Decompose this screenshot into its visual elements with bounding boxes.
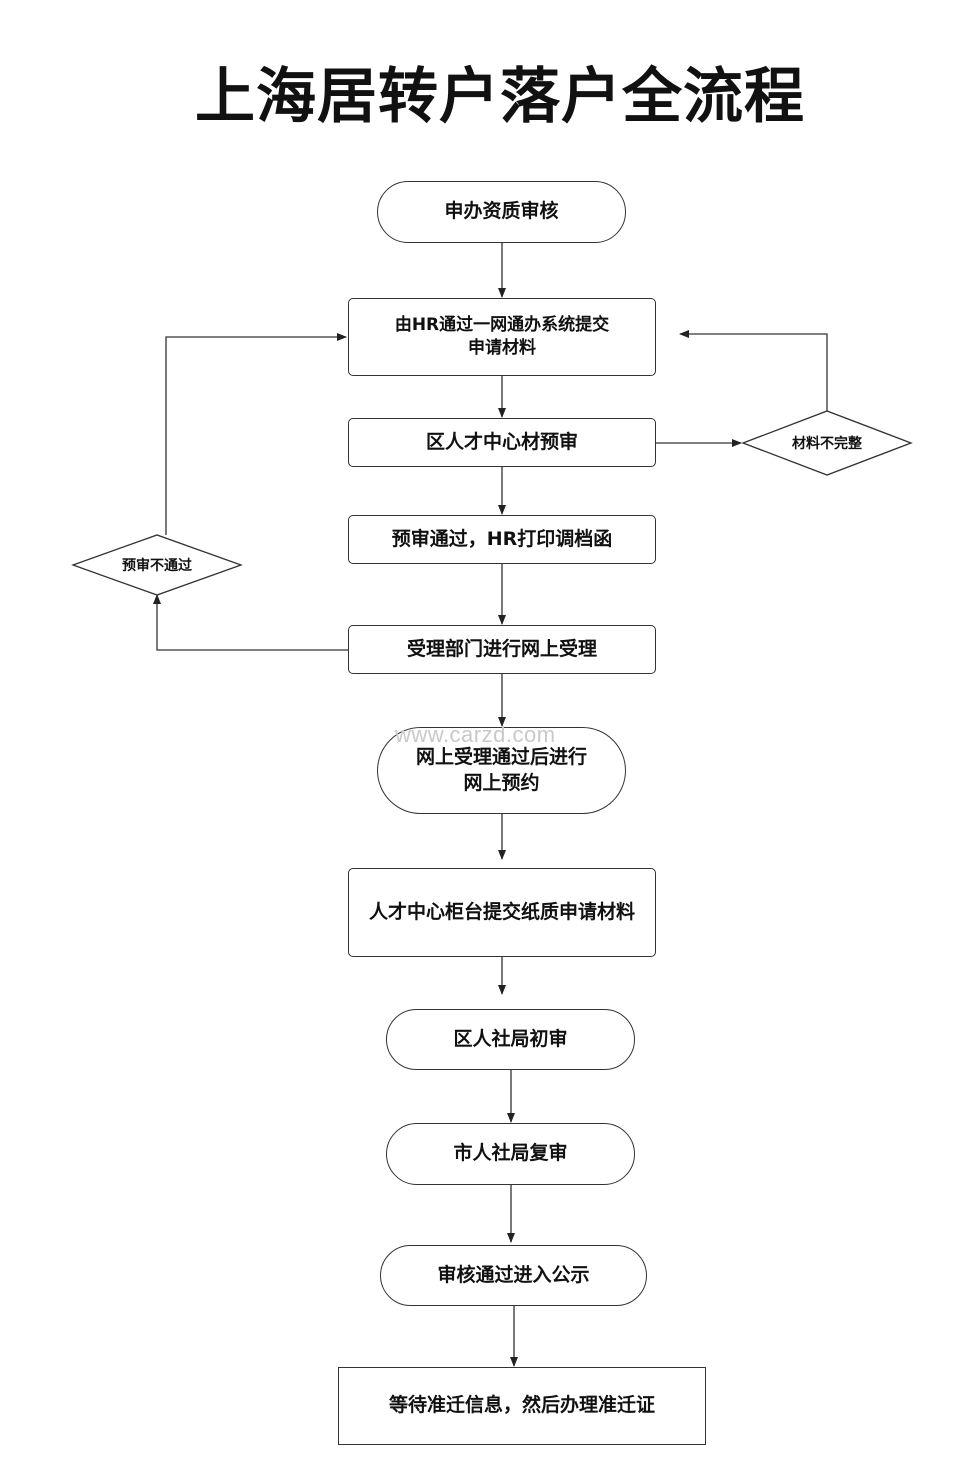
decision-incomplete-label: 材料不完整: [792, 436, 862, 452]
step-city-hrss-recheck: 市人社局复审: [386, 1123, 635, 1185]
arrow-n5-rejected: [153, 594, 348, 651]
step-pre-review-passed: 预审通过，HR打印调档函: [348, 515, 656, 564]
step-transfer-permit: 等待准迁信息，然后办理准迁证: [338, 1367, 706, 1445]
step-online-acceptance: 受理部门进行网上受理: [348, 625, 656, 674]
step-online-appointment: 网上受理通过后进行网上预约: [377, 727, 626, 814]
page-title: 上海居转户落户全流程: [195, 62, 805, 132]
step-publicity: 审核通过进入公示: [380, 1245, 647, 1306]
arrow-rejected-n2: [165, 333, 347, 535]
decision-rejected-label: 预审不通过: [122, 558, 192, 574]
watermark-text: www.carzd.com: [395, 722, 556, 747]
decision-incomplete-shape: [741, 410, 913, 476]
step-paper-materials: 人才中心柜台提交纸质申请材料: [348, 868, 656, 957]
step-district-pre-review: 区人才中心材预审: [348, 418, 656, 467]
step-qualification-review: 申办资质审核: [377, 181, 626, 243]
arrow-incomplete-n2: [679, 330, 828, 411]
decision-rejected-shape: [71, 534, 243, 596]
step-district-hrss-initial: 区人社局初审: [386, 1009, 635, 1070]
step-hr-submit-online: 由HR通过一网通办系统提交申请材料: [348, 298, 656, 376]
